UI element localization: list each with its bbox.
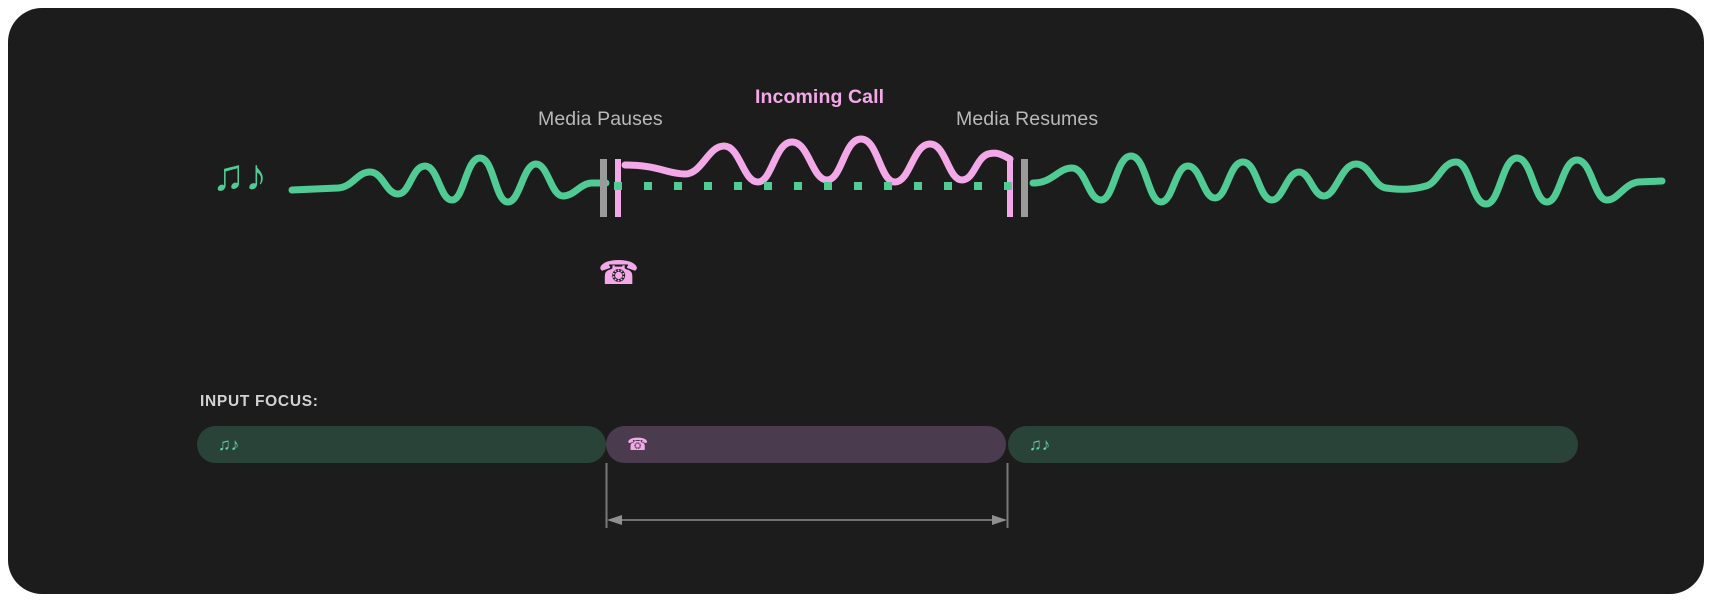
label-incoming-call: Incoming Call <box>755 86 885 108</box>
divider-resume-gray <box>1021 159 1028 217</box>
music-notes-icon: ♫♪ <box>1029 435 1051 454</box>
focus-bar-media-after[interactable]: ♫♪ <box>1008 426 1578 463</box>
focus-bar-media-before[interactable]: ♫♪ <box>197 426 606 463</box>
focus-bar-call[interactable]: ☎ <box>606 426 1006 463</box>
muted-media-dashes <box>614 182 1012 190</box>
phone-icon: ☎ <box>627 435 649 454</box>
divider-pause-gray <box>600 159 607 217</box>
system-override-bracket: System override <box>8 463 1704 533</box>
waveform-media-before <box>288 154 610 206</box>
override-bracket-svg <box>605 463 1009 528</box>
diagram-card: Incoming Call Media Pauses Media Resumes <box>8 8 1704 594</box>
phone-icon: ☎ <box>598 254 640 291</box>
music-notes-icon: ♫♪ <box>212 151 267 200</box>
label-media-resumes: Media Resumes <box>956 108 1099 130</box>
waveform-svg <box>288 135 1666 217</box>
override-arrow-head-left <box>607 515 622 525</box>
waveform-call-active <box>621 135 1014 186</box>
audio-timeline <box>8 128 1704 238</box>
input-focus-title: INPUT FOCUS: <box>200 393 319 410</box>
override-arrow-head-right <box>992 515 1007 525</box>
waveform-media-after <box>1029 152 1666 208</box>
music-notes-icon: ♫♪ <box>218 435 240 454</box>
label-media-pauses: Media Pauses <box>538 108 663 130</box>
